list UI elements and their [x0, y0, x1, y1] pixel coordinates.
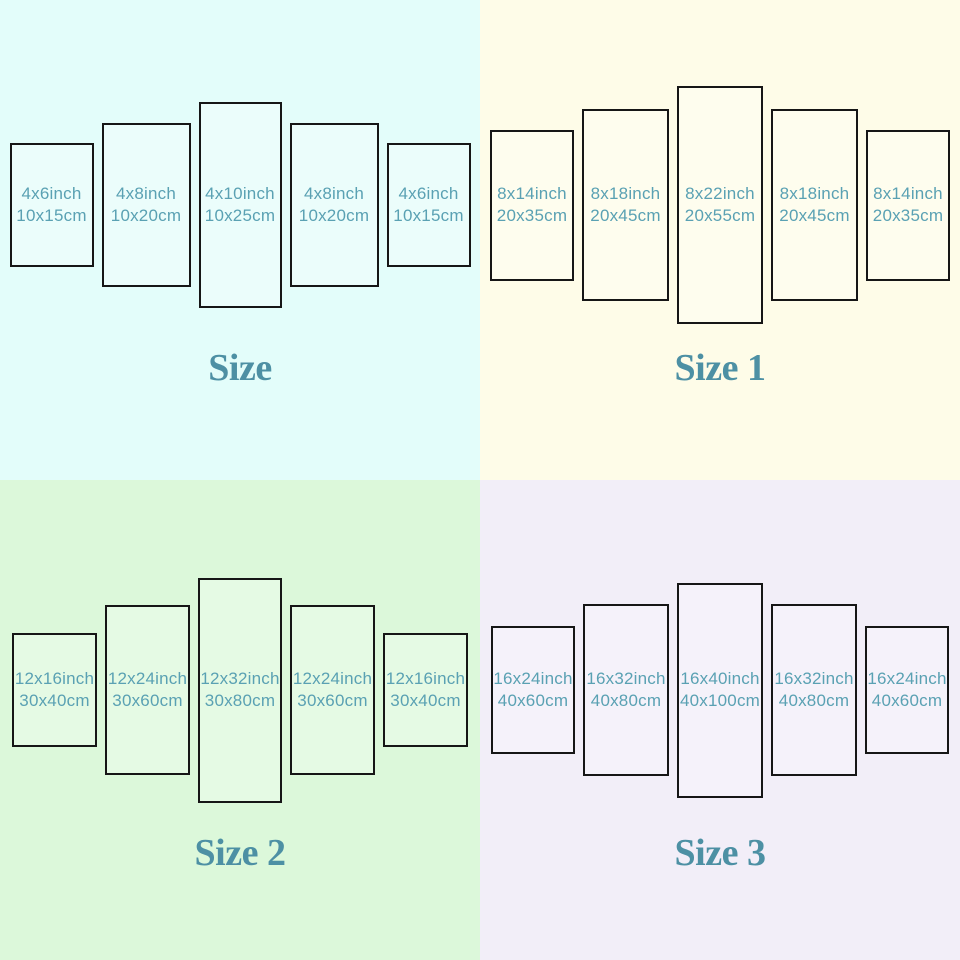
panel-inch-label: 8x22inch	[685, 184, 755, 203]
canvas-panel: 12x32inch 30x80cm	[198, 577, 282, 803]
panel-size-label: 12x24inch 30x60cm	[293, 668, 372, 712]
panel-inch-label: 12x24inch	[292, 669, 373, 688]
panel-cm-label: 30x40cm	[390, 691, 461, 710]
canvas-panel: 4x8inch 10x20cm	[289, 123, 379, 287]
panel-cm-label: 40x80cm	[590, 691, 662, 710]
panel-cm-label: 10x20cm	[298, 206, 370, 225]
panel-size-label: 8x14inch 20x35cm	[873, 183, 943, 227]
panel-inch-label: 16x32inch	[774, 669, 854, 688]
panel-cm-label: 10x20cm	[110, 206, 182, 225]
panel-inch-label: 4x8inch	[115, 184, 176, 203]
panel-size-label: 4x8inch 10x20cm	[111, 183, 181, 227]
canvas-panel: 16x40inch 40x100cm	[677, 582, 763, 798]
canvas-panel: 16x32inch 40x80cm	[771, 604, 857, 776]
canvas-panel: 8x22inch 20x55cm	[677, 86, 763, 324]
panel-inch-label: 4x8inch	[303, 184, 364, 203]
canvas-panel: 16x32inch 40x80cm	[583, 604, 669, 776]
canvas-panel: 8x18inch 20x45cm	[771, 109, 858, 301]
panel-cm-label: 10x25cm	[204, 206, 276, 225]
panel-cm-label: 20x35cm	[872, 206, 944, 225]
panel-cm-label: 20x55cm	[684, 206, 756, 225]
panel-cm-label: 20x45cm	[590, 206, 661, 225]
panel-inch-label: 16x24inch	[867, 669, 947, 688]
panel-inch-label: 8x18inch	[779, 184, 850, 203]
panel-size-label: 4x8inch 10x20cm	[299, 183, 369, 227]
panel-size-label: 16x32inch 40x80cm	[586, 668, 665, 712]
panel-inch-label: 12x16inch	[385, 669, 466, 688]
panel-inch-label: 4x10inch	[205, 184, 275, 203]
panel-inch-label: 8x18inch	[590, 184, 661, 203]
canvas-panel: 4x6inch 10x15cm	[9, 143, 94, 267]
panel-cm-label: 10x15cm	[16, 206, 87, 225]
panel-cm-label: 30x60cm	[297, 691, 368, 710]
panel-inch-label: 8x14inch	[873, 184, 943, 203]
panel-size-label: 4x6inch 10x15cm	[393, 183, 463, 227]
panel-row: 12x16inch 30x40cm 12x24inch 30x60cm 12x3…	[0, 480, 480, 900]
quadrant-title: Size 3	[674, 832, 766, 874]
canvas-panel: 4x8inch 10x20cm	[101, 123, 191, 287]
panel-inch-label: 12x32inch	[200, 669, 280, 688]
panel-inch-label: 16x32inch	[586, 669, 666, 688]
canvas-panel: 16x24inch 40x60cm	[865, 626, 949, 754]
panel-size-label: 8x18inch 20x45cm	[779, 183, 849, 227]
panel-inch-label: 8x14inch	[497, 184, 567, 203]
panel-inch-label: 16x24inch	[493, 669, 573, 688]
panel-size-label: 4x6inch 10x15cm	[16, 183, 86, 227]
quadrant-size: 4x6inch 10x15cm 4x8inch 10x20cm 4x10inch…	[0, 0, 480, 480]
panel-cm-label: 30x60cm	[112, 691, 183, 710]
panel-inch-label: 12x24inch	[107, 669, 188, 688]
canvas-panel: 8x18inch 20x45cm	[582, 109, 669, 301]
panel-cm-label: 40x60cm	[871, 691, 943, 710]
panel-inch-label: 4x6inch	[398, 184, 459, 203]
panel-cm-label: 40x100cm	[679, 691, 761, 710]
canvas-panel: 8x14inch 20x35cm	[866, 129, 950, 281]
panel-size-label: 12x16inch 30x40cm	[15, 668, 94, 712]
canvas-panel: 16x24inch 40x60cm	[491, 626, 575, 754]
panel-inch-label: 12x16inch	[14, 669, 95, 688]
canvas-panel: 4x6inch 10x15cm	[386, 143, 471, 267]
panel-size-label: 12x16inch 30x40cm	[386, 668, 465, 712]
panel-cm-label: 20x35cm	[496, 206, 568, 225]
quadrant-size-2: 12x16inch 30x40cm 12x24inch 30x60cm 12x3…	[0, 480, 480, 960]
panel-cm-label: 10x15cm	[393, 206, 464, 225]
panel-size-label: 8x18inch 20x45cm	[590, 183, 660, 227]
canvas-panel: 12x16inch 30x40cm	[383, 633, 468, 747]
quadrant-title: Size 2	[194, 832, 286, 874]
panel-size-label: 4x10inch 10x25cm	[205, 183, 275, 227]
panel-inch-label: 4x6inch	[21, 184, 82, 203]
panel-row: 16x24inch 40x60cm 16x32inch 40x80cm 16x4…	[480, 480, 960, 900]
canvas-panel: 8x14inch 20x35cm	[490, 129, 574, 281]
panel-size-label: 8x14inch 20x35cm	[497, 183, 567, 227]
panel-cm-label: 40x80cm	[778, 691, 850, 710]
panel-inch-label: 16x40inch	[680, 669, 760, 688]
quadrant-size-3: 16x24inch 40x60cm 16x32inch 40x80cm 16x4…	[480, 480, 960, 960]
panel-row: 4x6inch 10x15cm 4x8inch 10x20cm 4x10inch…	[0, 0, 480, 410]
quadrant-title: Size	[208, 347, 272, 389]
canvas-panel: 4x10inch 10x25cm	[198, 102, 282, 308]
canvas-panel: 12x24inch 30x60cm	[105, 605, 190, 775]
panel-cm-label: 30x40cm	[19, 691, 90, 710]
quadrant-size-1: 8x14inch 20x35cm 8x18inch 20x45cm 8x22in…	[480, 0, 960, 480]
canvas-panel: 12x16inch 30x40cm	[12, 633, 97, 747]
panel-size-label: 12x32inch 30x80cm	[200, 668, 279, 712]
panel-size-label: 8x22inch 20x55cm	[685, 183, 755, 227]
panel-size-label: 16x24inch 40x60cm	[493, 668, 572, 712]
panel-size-label: 16x24inch 40x60cm	[867, 668, 946, 712]
panel-size-label: 16x32inch 40x80cm	[774, 668, 853, 712]
panel-row: 8x14inch 20x35cm 8x18inch 20x45cm 8x22in…	[480, 0, 960, 410]
panel-cm-label: 40x60cm	[497, 691, 569, 710]
panel-size-label: 12x24inch 30x60cm	[108, 668, 187, 712]
panel-cm-label: 30x80cm	[204, 691, 276, 710]
panel-size-label: 16x40inch 40x100cm	[680, 668, 760, 712]
panel-cm-label: 20x45cm	[779, 206, 850, 225]
canvas-panel: 12x24inch 30x60cm	[290, 605, 375, 775]
quadrant-title: Size 1	[674, 347, 766, 389]
